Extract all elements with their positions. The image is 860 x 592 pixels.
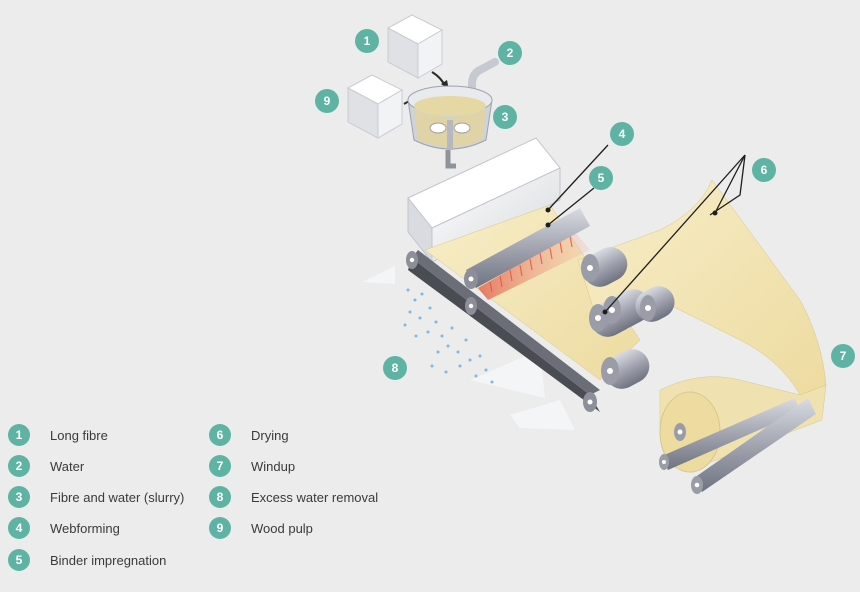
legend-item-3: 3 Fibre and water (slurry) <box>8 485 184 509</box>
badge-8: 8 <box>383 356 407 380</box>
legend: 1 Long fibre 2 Water 3 Fibre and water (… <box>8 423 408 583</box>
legend-num: 8 <box>209 486 231 508</box>
legend-num: 4 <box>8 517 30 539</box>
legend-label: Fibre and water (slurry) <box>50 489 185 505</box>
legend-num: 2 <box>8 455 30 477</box>
long-fibre-cube <box>386 14 444 79</box>
legend-label: Water <box>50 458 85 474</box>
legend-item-8: 8 Excess water removal <box>209 485 378 509</box>
legend-num: 3 <box>8 486 30 508</box>
leader-lines <box>547 144 746 313</box>
web-on-belt <box>424 204 641 381</box>
wood-pulp-cube <box>346 74 404 139</box>
legend-item-9: 9 Wood pulp <box>209 516 313 540</box>
legend-num: 7 <box>209 455 231 477</box>
legend-item-2: 2 Water <box>8 454 84 478</box>
badge-1: 1 <box>355 29 379 53</box>
badge-9: 9 <box>315 89 339 113</box>
legend-num: 6 <box>209 424 231 446</box>
badge-9-label: 9 <box>324 94 331 108</box>
legend-item-4: 4 Webforming <box>8 516 120 540</box>
leader-dot-6a <box>712 210 718 216</box>
background-shapes <box>362 266 575 430</box>
dryer-cylinders <box>581 247 675 389</box>
badge-3: 3 <box>493 105 517 129</box>
binder-roller <box>464 208 590 300</box>
excess-water-drops <box>403 288 494 384</box>
legend-item-7: 7 Windup <box>209 454 295 478</box>
badge-4-label: 4 <box>619 127 626 141</box>
legend-num: 1 <box>8 424 30 446</box>
legend-label: Long fibre <box>50 427 108 443</box>
legend-label: Webforming <box>50 520 120 536</box>
badge-8-label: 8 <box>392 361 399 375</box>
badge-7-label: 7 <box>840 349 847 363</box>
slurry-tank <box>407 85 493 169</box>
badge-1-label: 1 <box>364 34 371 48</box>
legend-label: Windup <box>251 458 296 474</box>
leader-dot-5 <box>545 222 551 228</box>
badge-4: 4 <box>610 122 634 146</box>
legend-label: Wood pulp <box>251 520 313 536</box>
legend-item-1: 1 Long fibre <box>8 423 108 447</box>
belt-end-rollers <box>406 251 597 412</box>
legend-num: 5 <box>8 549 30 571</box>
badge-2-label: 2 <box>507 46 514 60</box>
legend-num: 9 <box>209 517 231 539</box>
badge-7: 7 <box>831 344 855 368</box>
badge-6: 6 <box>752 158 776 182</box>
legend-label: Binder impregnation <box>50 552 167 568</box>
badge-2: 2 <box>498 41 522 65</box>
legend-label: Excess water removal <box>251 489 379 505</box>
badge-5-label: 5 <box>598 171 605 185</box>
badge-3-label: 3 <box>502 110 509 124</box>
badge-6-label: 6 <box>761 163 768 177</box>
leader-dot-6b <box>602 309 608 315</box>
legend-item-6: 6 Drying <box>209 423 289 447</box>
legend-label: Drying <box>251 427 289 443</box>
leader-dot-4 <box>545 207 551 213</box>
badge-5: 5 <box>589 166 613 190</box>
windup-rolls <box>659 391 816 494</box>
forming-belt <box>408 250 600 412</box>
legend-item-5: 5 Binder impregnation <box>8 548 166 572</box>
